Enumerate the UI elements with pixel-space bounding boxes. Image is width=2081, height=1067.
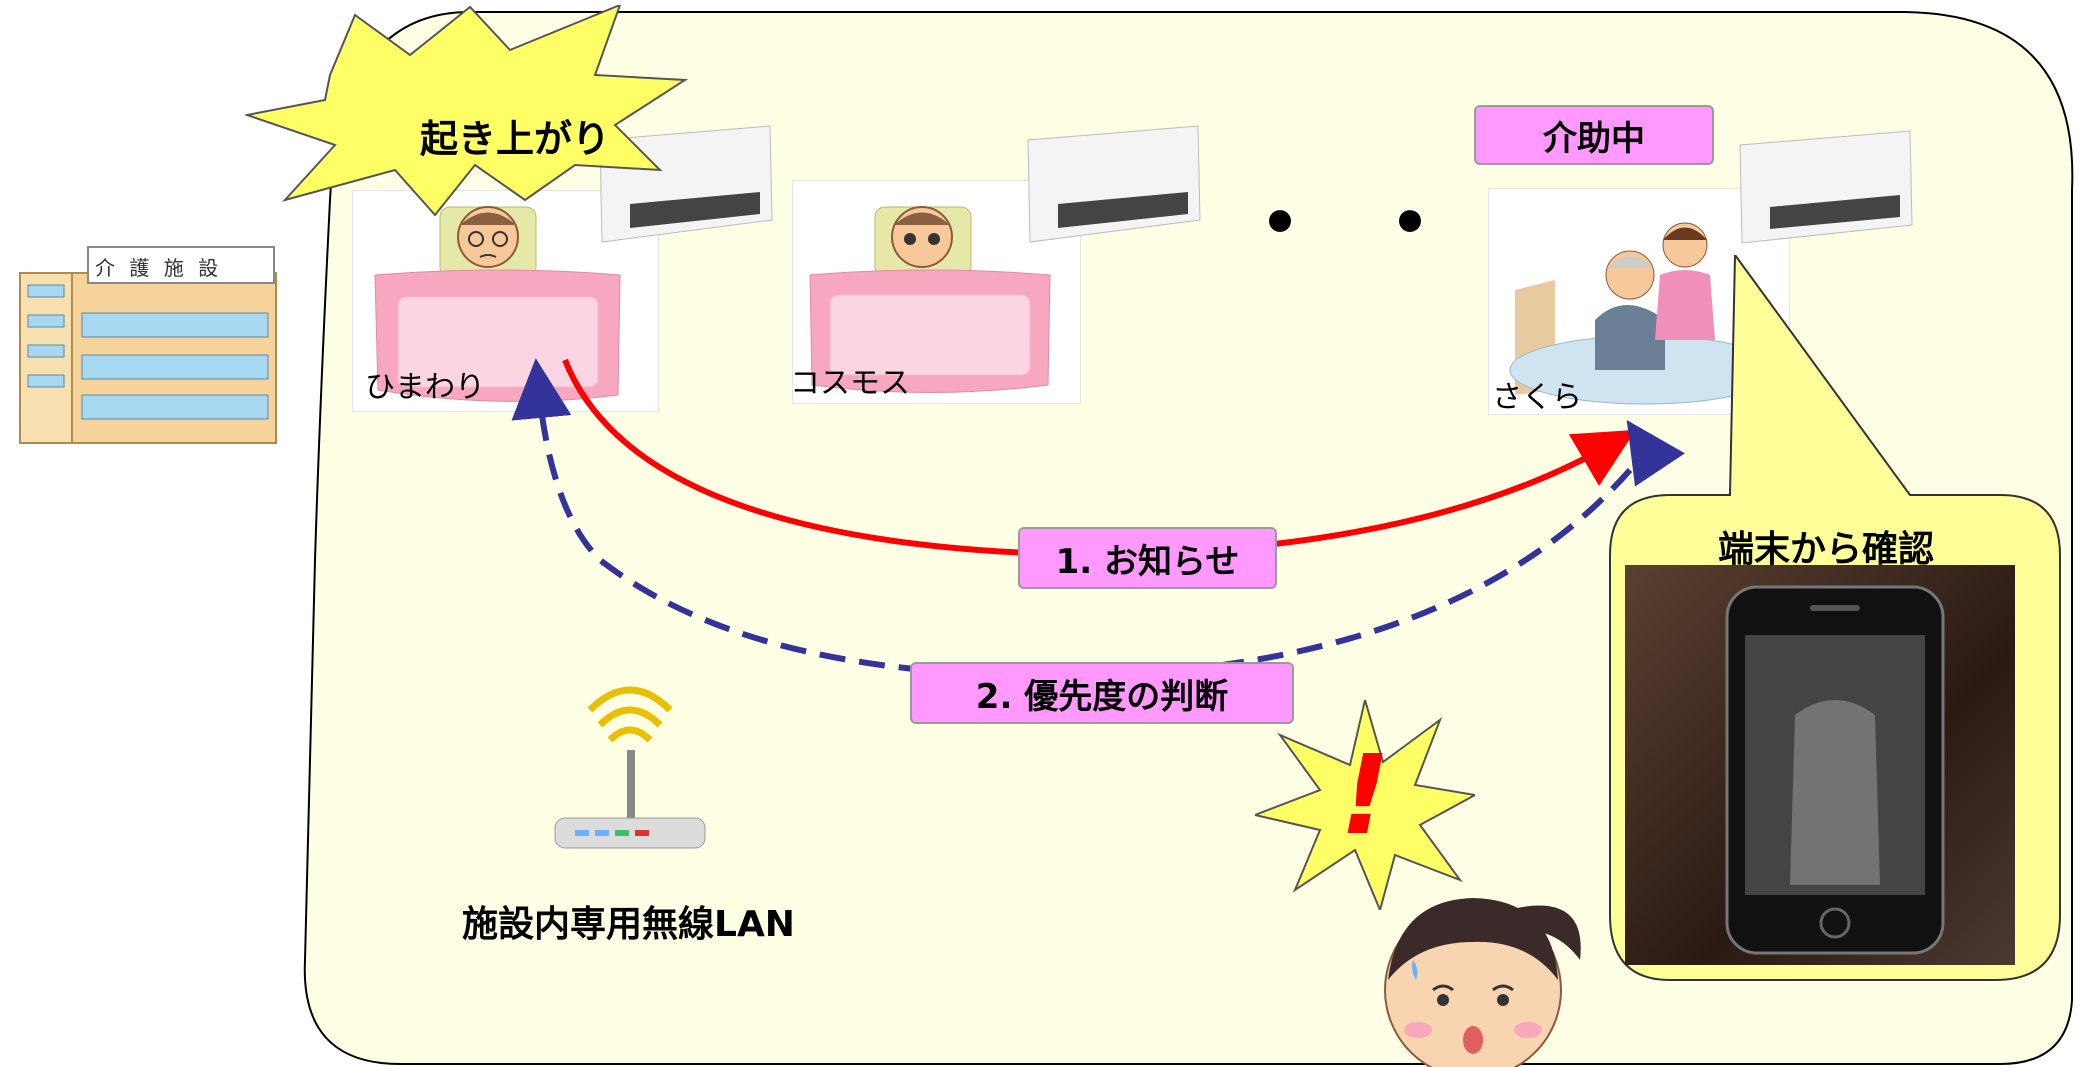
facility-sign: 介 護 施 設 — [95, 256, 223, 280]
room-name-sakura: さくら — [1492, 380, 1582, 415]
facility-building-icon — [19, 246, 277, 444]
more-rooms-ellipsis: ・・ — [1235, 172, 1495, 277]
worried-caregiver-icon — [1384, 898, 1581, 1067]
caregiver-with-patient-icon — [1509, 222, 1781, 405]
air-conditioner-icon — [1739, 130, 1913, 244]
bed-patient-icon — [809, 206, 1051, 393]
wireless-lan-label: 施設内専用無線LAN — [462, 904, 795, 945]
status-tag-assisting: 介助中 — [1474, 105, 1714, 165]
smartphone-icon — [1725, 585, 1945, 955]
notify-label: 1. お知らせ — [1018, 527, 1277, 589]
terminal-title: 端末から確認 — [1718, 529, 1935, 570]
air-conditioner-icon — [1027, 125, 1201, 243]
alert-exclamation-burst — [1255, 700, 1475, 910]
alert-starburst-shape — [245, 5, 689, 217]
priority-label: 2. 優先度の判断 — [910, 662, 1294, 724]
room-name-cosmos: コスモス — [790, 366, 910, 401]
notify-arrow — [562, 358, 1636, 559]
wireless-router-icon — [554, 686, 706, 849]
event-rising-label: 起き上がり — [420, 117, 611, 161]
room-name-himawari: ひまわり — [365, 370, 485, 405]
alert-exclamation-mark: ! — [1340, 731, 1391, 859]
